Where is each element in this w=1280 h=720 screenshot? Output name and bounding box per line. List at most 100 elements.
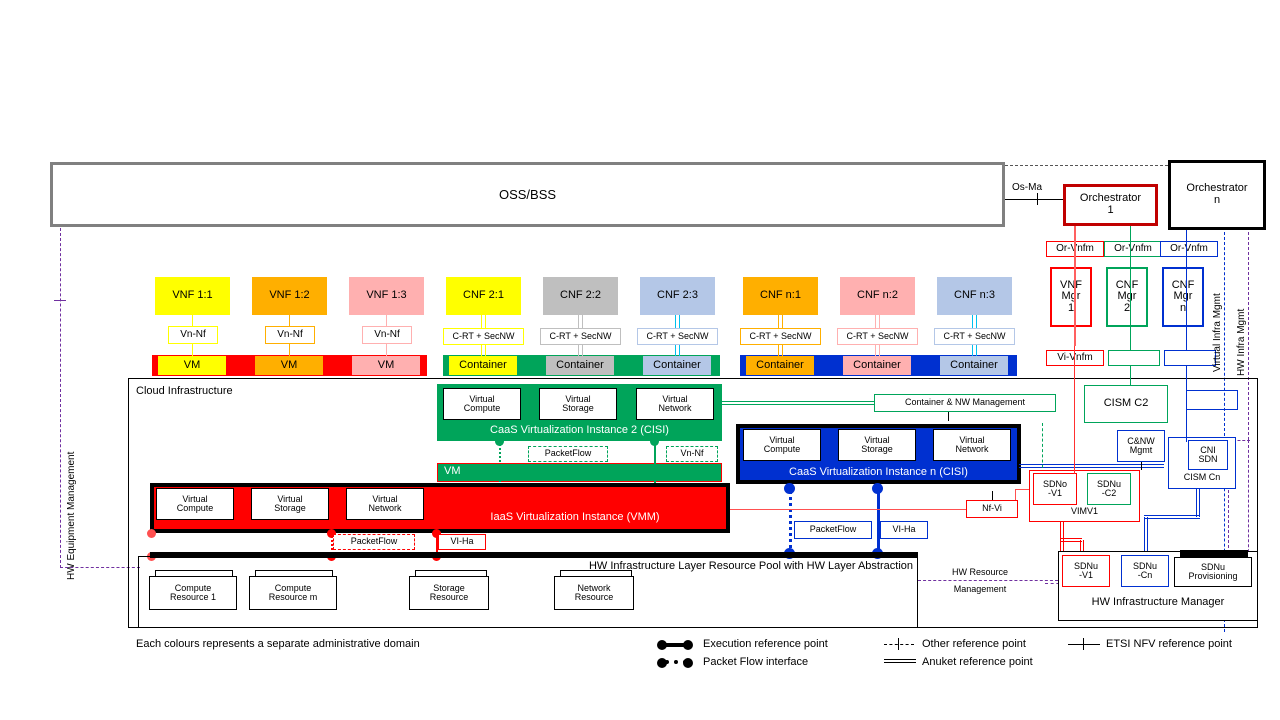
cism-c2-box[interactable]: CISM C2 (1084, 385, 1168, 423)
vnf-mgr-1-l3: 1 (1067, 301, 1075, 314)
cnf-2-1-runtime-box[interactable]: Container (449, 356, 517, 375)
vnf-1-3-box[interactable]: VNF 1:3 (349, 277, 424, 315)
vimv1-sdnu-v1-anuket-link (1060, 522, 1064, 552)
iaas-vi-ha-connector (436, 533, 438, 557)
hw-resource-mgmt-dashed-line2 (1248, 440, 1249, 582)
nr-l2: Resource (574, 592, 614, 602)
iaas-packetflow-dot-top (327, 529, 336, 538)
caas2-virtual-compute-box[interactable]: Virtual Compute (443, 388, 521, 420)
vnf-1-3-runtime-box[interactable]: VM (352, 356, 420, 375)
iaas-packetflow-connector (331, 533, 333, 557)
caas-instance-n-label: CaaS Virtualization Instance n (CISI) (789, 466, 968, 479)
cnf-n-2-runtime-box[interactable]: Container (843, 356, 911, 375)
cnf-2-2-runtime-label: Container (556, 358, 604, 371)
cnf-2-1-iface-box[interactable]: C-RT + SecNW (443, 328, 524, 345)
cnf-2-3-box[interactable]: CNF 2:3 (640, 277, 715, 315)
caasn-virtual-compute-box[interactable]: Virtual Compute (743, 429, 821, 461)
oss-bss-box[interactable]: OSS/BSS (50, 162, 1005, 227)
cnf-2-3-runtime-label: Container (653, 358, 701, 371)
caas2-packetflow-connector (499, 441, 501, 489)
container-nw-management-box[interactable]: Container & NW Management (874, 394, 1056, 412)
vnf-1-3-iface-box[interactable]: Vn-Nf (362, 326, 412, 344)
vnf-1-1-box[interactable]: VNF 1:1 (155, 277, 230, 315)
cnf-mgr-n-l3: n (1179, 301, 1187, 314)
iaas-vi-ha-box[interactable]: VI-Ha (438, 534, 486, 550)
iaas-virtual-network-box[interactable]: Virtual Network (346, 488, 424, 520)
compute-resource-m-box[interactable]: Compute Resource m (249, 576, 337, 610)
cnf-mgr-n-l1: CNF (1171, 278, 1195, 291)
cni-sdn-box[interactable]: CNI SDN (1188, 440, 1228, 470)
iaas-vc-l1: Virtual (182, 493, 208, 504)
cnf-n-1-runtime-box[interactable]: Container (746, 356, 814, 375)
nf-vi-box[interactable]: Nf-Vi (966, 500, 1018, 518)
cnf-n-1-box[interactable]: CNF n:1 (743, 277, 818, 315)
sdno-v1-box[interactable]: SDNo -V1 (1033, 473, 1077, 505)
legend-other-tick (898, 638, 899, 650)
caasn-packetflow-box[interactable]: PacketFlow (794, 521, 872, 539)
cnf-n-3-iface-box[interactable]: C-RT + SecNW (934, 328, 1015, 345)
orchestrator-n-label: Orchestrator (1186, 182, 1248, 195)
cnf-2-3-runtime-box[interactable]: Container (643, 356, 711, 375)
caas2-packetflow-box[interactable]: PacketFlow (528, 446, 608, 462)
caas2-virtual-network-box[interactable]: Virtual Network (636, 388, 714, 420)
cnf-mgr-n-box[interactable]: CNF Mgr n (1162, 267, 1204, 327)
vi-vnfm-box[interactable]: Vi-Vnfm (1046, 350, 1104, 366)
caasn-vi-ha-box[interactable]: VI-Ha (880, 521, 928, 539)
iaas-vs-l1: Virtual (277, 493, 303, 504)
cnf-n-3-runtime-box[interactable]: Container (940, 356, 1008, 375)
c-nw-mgmt-l1: C&NW (1127, 435, 1155, 446)
cismcn-sdnu-cn-anuket-elbow (1144, 515, 1200, 519)
compute-resource-1-box[interactable]: Compute Resource 1 (149, 576, 237, 610)
vnf-1-2-runtime-label: VM (280, 358, 298, 371)
caasn-vn-l1: Virtual (959, 434, 985, 445)
cnf-2-3-iface-box[interactable]: C-RT + SecNW (637, 328, 718, 345)
vnf-mgr-1-box[interactable]: VNF Mgr 1 (1050, 267, 1092, 327)
sdnu-cn-box[interactable]: SDNu -Cn (1121, 555, 1169, 587)
vi-vnfm-blue-box[interactable] (1164, 350, 1216, 366)
caasn-virtual-network-box[interactable]: Virtual Network (933, 429, 1011, 461)
orchestrator-1-box[interactable]: Orchestrator 1 (1063, 184, 1158, 226)
vnf-1-2-runtime-box[interactable]: VM (255, 356, 323, 375)
or-vnfm-2-box[interactable]: Or-Vnfm (1104, 241, 1162, 257)
iaas-packetflow-box[interactable]: PacketFlow (333, 534, 415, 550)
cnf-2-2-runtime-box[interactable]: Container (546, 356, 614, 375)
cnf-n-3-box[interactable]: CNF n:3 (937, 277, 1012, 315)
sdnu-c2-box[interactable]: SDNu -C2 (1087, 473, 1131, 505)
vi-vnfm-green-box[interactable] (1108, 350, 1160, 366)
cnf-2-2-box[interactable]: CNF 2:2 (543, 277, 618, 315)
cnf-2-2-iface-box[interactable]: C-RT + SecNW (540, 328, 621, 345)
vnf-1-2-box[interactable]: VNF 1:2 (252, 277, 327, 315)
crm-l1: Compute (274, 582, 312, 593)
caas2-virtual-storage-box[interactable]: Virtual Storage (539, 388, 617, 420)
or-vnfm-n-box[interactable]: Or-Vnfm (1160, 241, 1218, 257)
storage-resource-box[interactable]: Storage Resource (409, 576, 489, 610)
iaas-virtual-storage-box[interactable]: Virtual Storage (251, 488, 329, 520)
cnf-n-2-box[interactable]: CNF n:2 (840, 277, 915, 315)
legend-packetflow-label: Packet Flow interface (703, 656, 809, 668)
hw-resource-mgmt-dashed-line (918, 580, 1058, 581)
sdnu-v1-box[interactable]: SDNu -V1 (1062, 555, 1110, 587)
cnf-mgr-2-box[interactable]: CNF Mgr 2 (1106, 267, 1148, 327)
hw-pool-box[interactable] (138, 556, 918, 628)
cnf-2-1-box[interactable]: CNF 2:1 (446, 277, 521, 315)
orchestrator-n-box[interactable]: Orchestrator n (1168, 160, 1266, 230)
vnf-1-1-runtime-box[interactable]: VM (158, 356, 226, 375)
iaas-virtual-compute-box[interactable]: Virtual Compute (156, 488, 234, 520)
cnf-2-1-label: CNF 2:1 (463, 289, 504, 302)
cnf-2-2-label: CNF 2:2 (560, 289, 601, 302)
oss-bss-label: OSS/BSS (498, 186, 557, 202)
cnf-n-2-iface-box[interactable]: C-RT + SecNW (837, 328, 918, 345)
c-nw-mgmt-box[interactable]: C&NW Mgmt (1117, 430, 1165, 462)
hw-pool-top-bar (150, 552, 918, 558)
vnf-1-2-iface-box[interactable]: Vn-Nf (265, 326, 315, 344)
caas2-vn-nf-box[interactable]: Vn-Nf (666, 446, 718, 462)
cnf-n-1-iface-box[interactable]: C-RT + SecNW (740, 328, 821, 345)
caas2-packetflow-dot-top (495, 437, 504, 446)
network-resource-box[interactable]: Network Resource (554, 576, 634, 610)
caasn-virtual-storage-box[interactable]: Virtual Storage (838, 429, 916, 461)
sdnu-provisioning-box[interactable]: SDNu Provisioning (1174, 557, 1252, 587)
vnf-1-1-iface-box[interactable]: Vn-Nf (168, 326, 218, 344)
cnf-n-3-label: CNF n:3 (954, 289, 995, 302)
vm-bar-caas2[interactable] (437, 463, 722, 482)
cnf-n-2-label: CNF n:2 (857, 289, 898, 302)
